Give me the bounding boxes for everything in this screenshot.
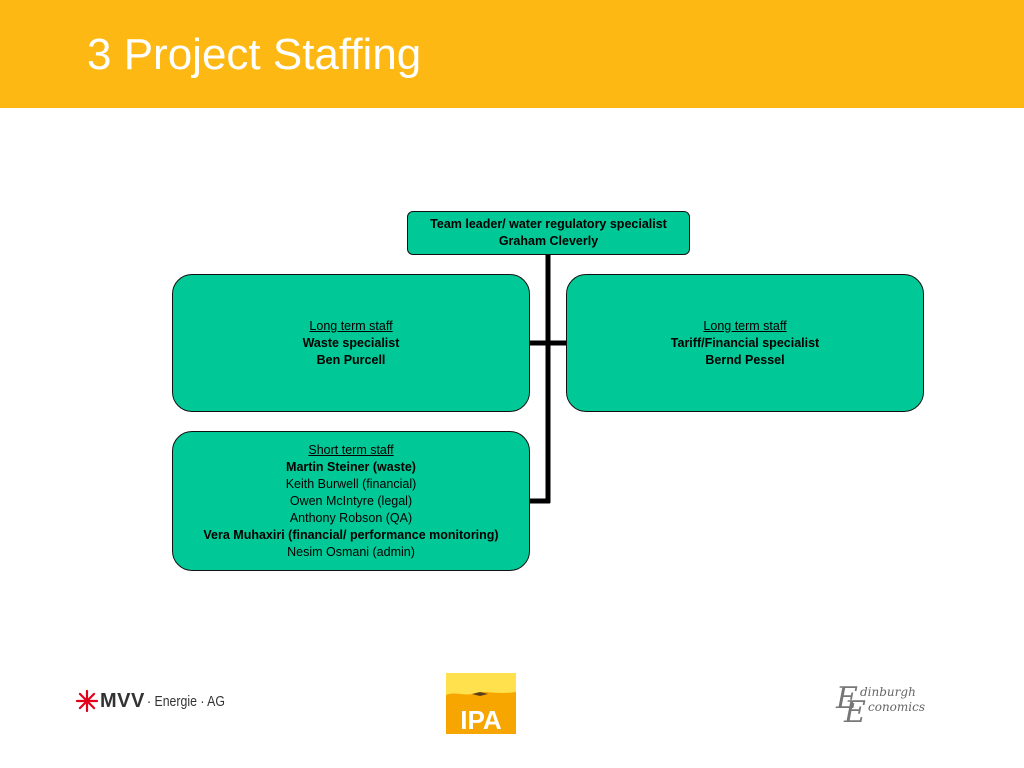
team-leader-node: Team leader/ water regulatory specialist… [407, 211, 690, 255]
short-term-member: Nesim Osmani (admin) [287, 544, 415, 559]
ipa-logo-text: IPA [460, 705, 502, 734]
ee-letter-e-bottom: E [844, 695, 866, 730]
mvv-suffix-text: · Energie · AG [146, 692, 225, 710]
edinburgh-economics-logo: E dinburgh E conomics [834, 681, 944, 728]
short-term-member: Martin Steiner (waste) [286, 459, 416, 474]
waste-specialist-role: Waste specialist [302, 335, 400, 350]
short-term-member: Keith Burwell (financial) [285, 476, 417, 491]
short-term-member: Anthony Robson (QA) [289, 510, 413, 525]
long-term-tariff-node: Long term staff Tariff/Financial special… [566, 274, 924, 412]
slide-title: 3 Project Staffing [87, 30, 422, 79]
team-leader-role: Team leader/ water regulatory specialist [430, 217, 667, 231]
long-term-waste-node: Long term staff Waste specialist Ben Pur… [172, 274, 530, 412]
short-term-member: Owen McIntyre (legal) [289, 493, 413, 508]
mvv-brand-text: MVV [100, 689, 145, 712]
title-bar: 3 Project Staffing [0, 0, 1024, 108]
team-leader-name: Graham Cleverly [498, 234, 599, 248]
ipa-logo: IPA [446, 673, 516, 734]
short-term-staff-node: Short term staff Martin Steiner (waste) … [172, 431, 530, 571]
tariff-specialist-role: Tariff/Financial specialist [670, 335, 820, 350]
short-term-heading: Short term staff [308, 442, 394, 457]
tariff-specialist-name: Bernd Pessel [705, 352, 785, 367]
ee-line1-text: dinburgh [860, 685, 916, 699]
waste-specialist-name: Ben Purcell [316, 352, 386, 367]
long-term-heading: Long term staff [309, 318, 393, 333]
mvv-star-icon [75, 689, 99, 713]
long-term-heading: Long term staff [703, 318, 787, 333]
ee-line2-text: conomics [868, 700, 925, 714]
short-term-member: Vera Muhaxiri (financial/ performance mo… [203, 527, 499, 542]
ee-letter-e-top: E [836, 681, 858, 716]
mvv-energie-logo: MVV · Energie · AG [75, 686, 242, 716]
